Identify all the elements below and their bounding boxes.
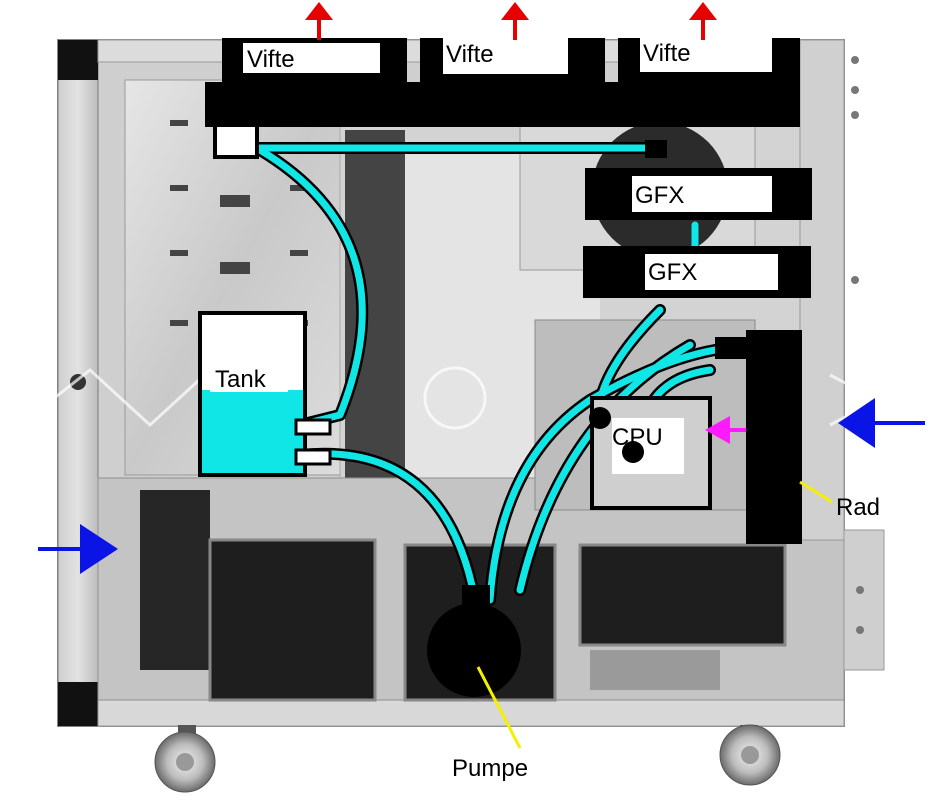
tank-fitting-bottom [294,448,332,466]
tank-fitting-top [294,418,332,436]
coolant-tubing [229,142,721,606]
bottom-rail [97,699,845,727]
radiator-inlet [715,337,750,359]
cpu-port-in [589,407,611,429]
fan-bank-fitting-right [645,140,667,158]
intake-arrow-right [838,398,925,448]
fan-bank-block [205,82,800,127]
tank-label: Tank [215,366,267,393]
exhaust-arrow-1 [305,2,333,40]
gfx-card-2: GFX [583,246,811,298]
gfx-label-2: GFX [648,259,697,286]
bay-plate [590,650,720,690]
exhaust-arrows [305,2,717,40]
radiator-leader-line [799,480,833,504]
fan-label-box-3 [640,38,772,72]
cpu-port-out [622,441,644,463]
rear-bracket [843,529,885,671]
cpu-block: CPU [589,396,712,510]
psu-fan [140,490,210,670]
radiator-label: Rad [836,494,880,521]
case-wheels [154,724,781,793]
fan-label-box-1 [243,43,380,73]
intake-arrow-left [38,524,118,574]
reservoir-tank: Tank [198,311,332,477]
exhaust-arrow-2 [501,2,529,40]
coolant-tube [231,144,719,604]
cpu-airflow-arrow [705,416,750,444]
pump-leader-line [476,666,522,749]
exhaust-arrow-3 [689,2,717,40]
gfx-label-1: GFX [635,182,684,209]
fan-label-3: Vifte [643,40,691,67]
fan-bank-fitting [213,123,259,159]
radiator: Rad [715,330,880,544]
pump: Pumpe [427,585,528,782]
fan-label-1: Vifte [247,46,295,73]
tank-coolant-level [202,390,303,473]
fan-label-2: Vifte [446,41,494,68]
tank-label-box [210,364,288,392]
pump-outlet [462,585,490,610]
rear-screws [851,56,864,634]
front-corner-top [58,40,98,80]
gfx-card-1: GFX [585,168,812,220]
fan-label-box-2 [443,38,568,74]
front-corner-bottom [58,682,98,726]
fan-bank: Vifte Vifte Vifte [205,38,800,159]
pump-label: Pumpe [452,755,528,782]
